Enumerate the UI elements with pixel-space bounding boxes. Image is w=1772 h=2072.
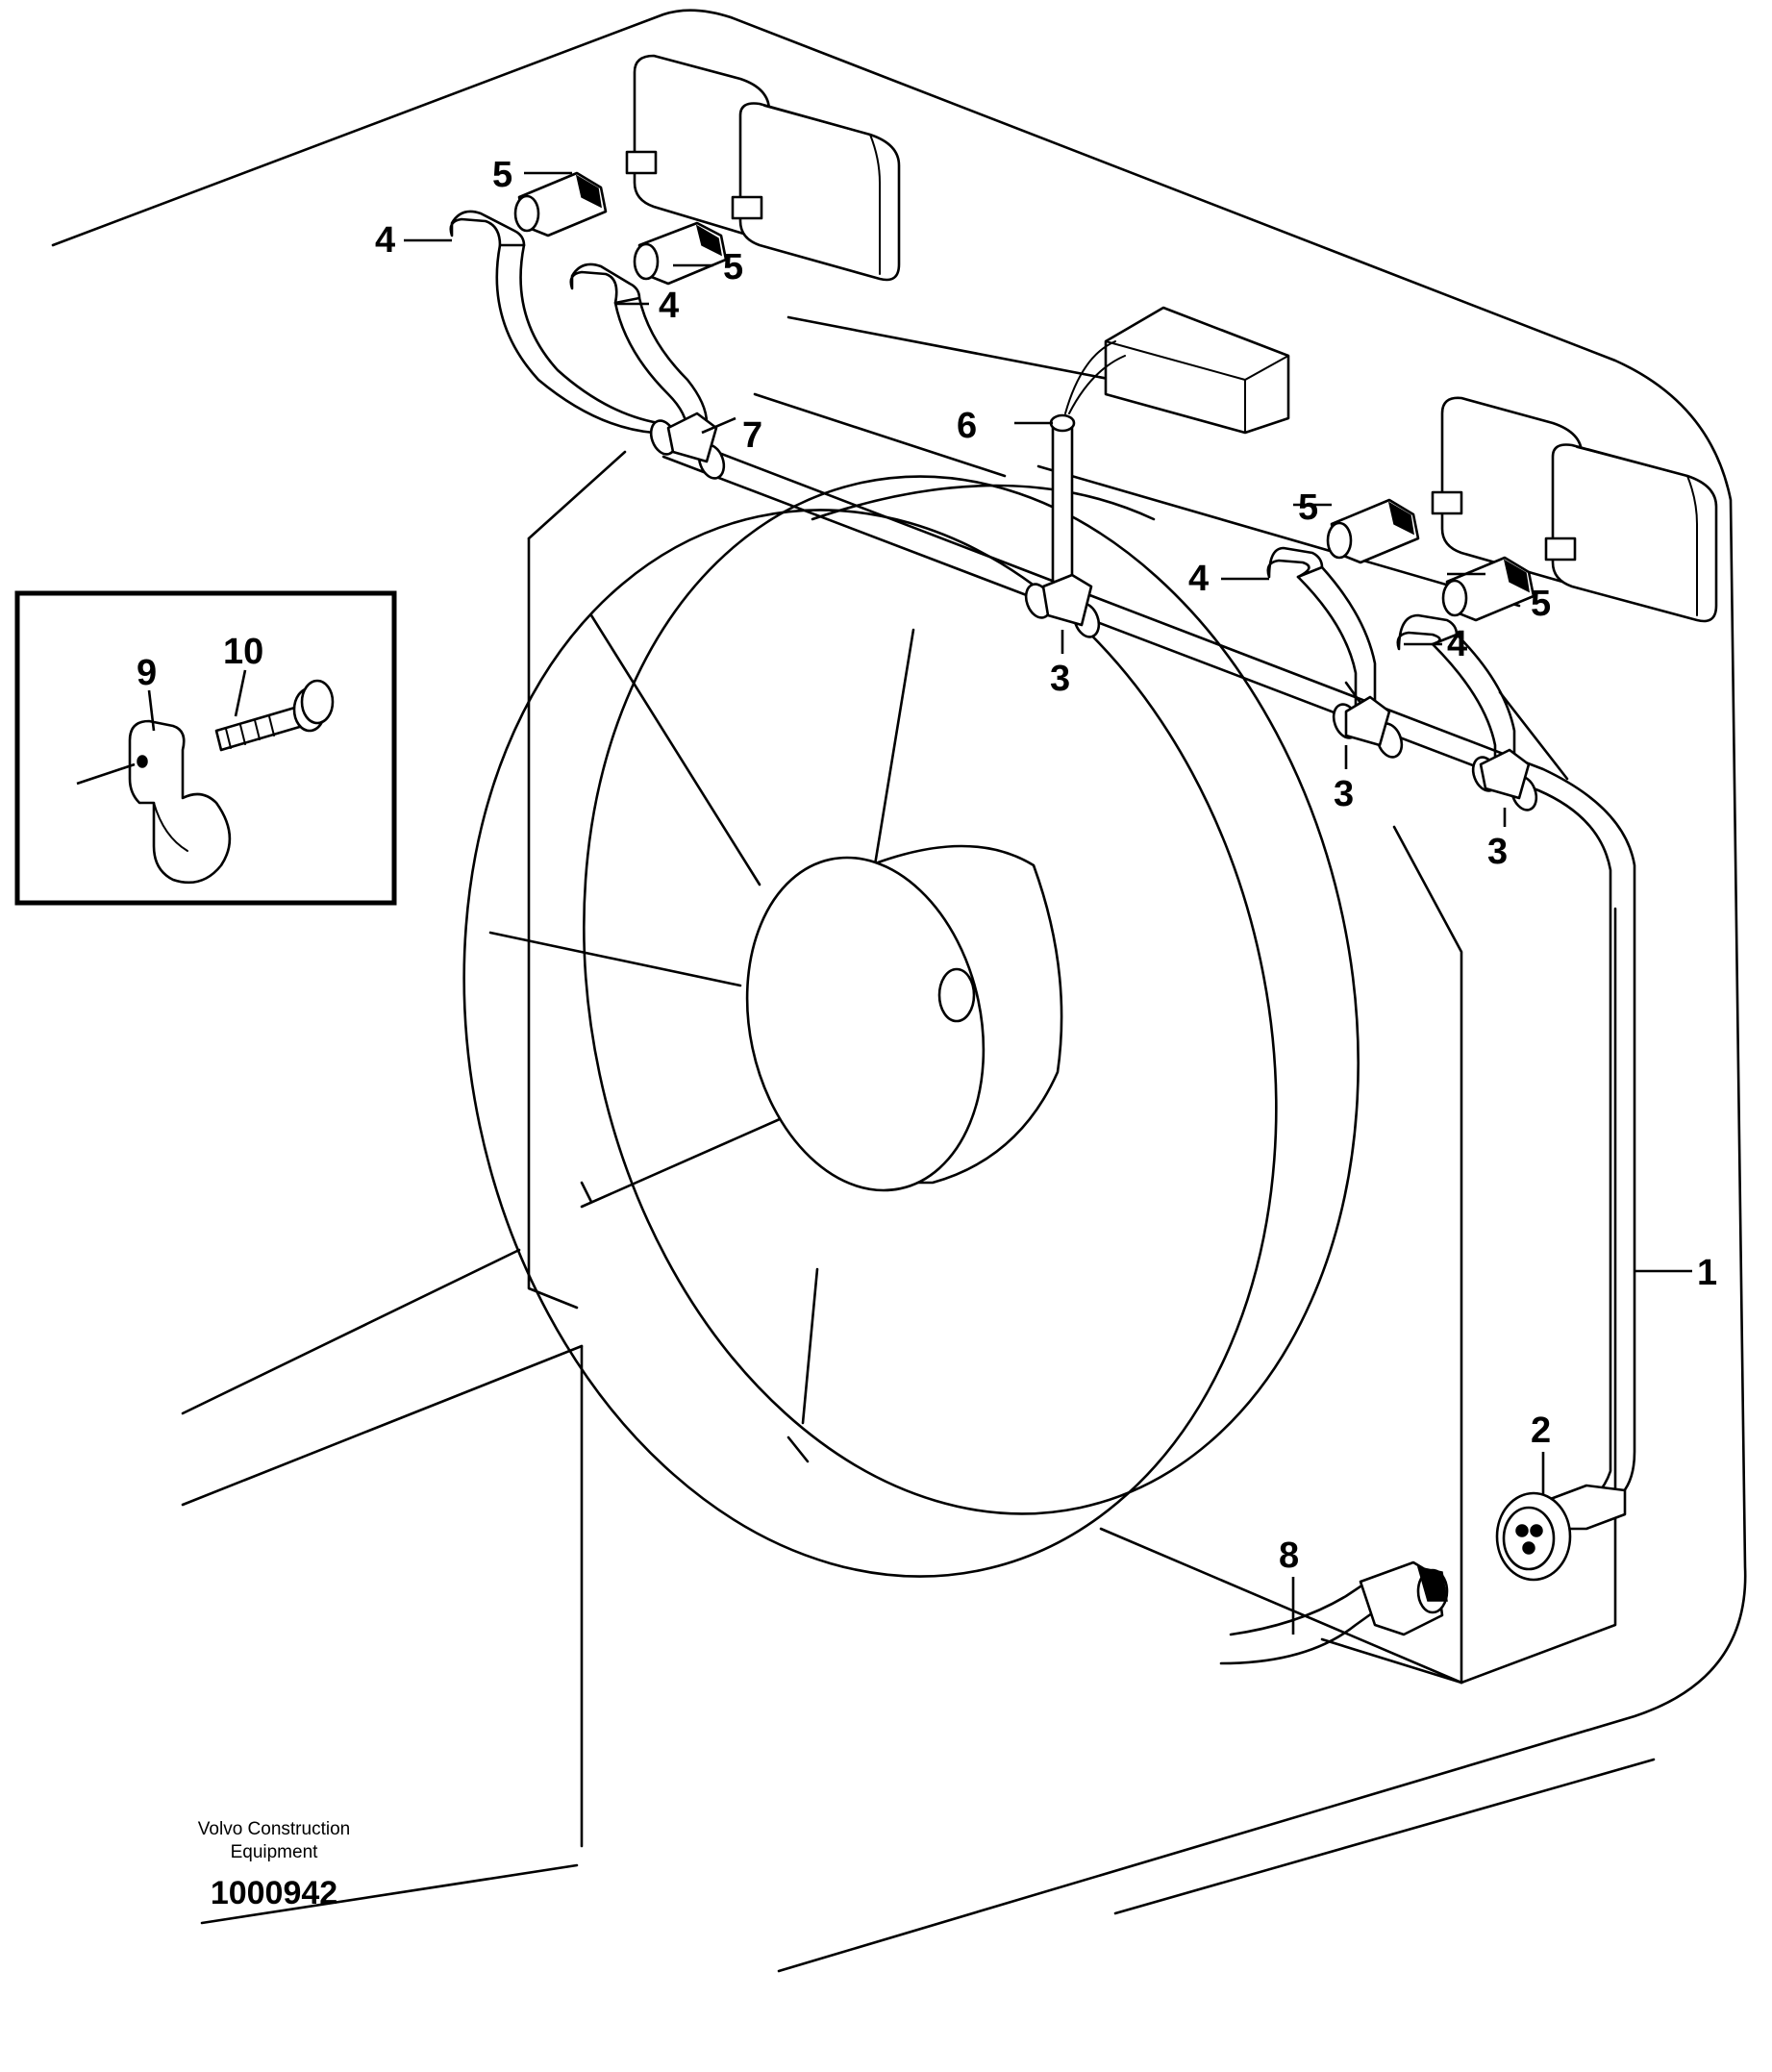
caption-company-line1: Volvo Construction — [198, 1819, 350, 1839]
right-branch-harness — [1266, 546, 1538, 811]
callout-4: 4 — [659, 286, 679, 326]
connector-5-a — [513, 171, 608, 237]
callout-6: 6 — [957, 406, 977, 446]
callout-1: 1 — [1697, 1253, 1717, 1293]
callout-5: 5 — [723, 247, 743, 287]
main-harness — [652, 426, 1636, 1502]
work-light-right-pair — [1431, 396, 1718, 623]
callout-5: 5 — [492, 155, 512, 195]
callout-10: 10 — [223, 632, 263, 672]
caption-company-line2: Equipment — [231, 1842, 319, 1862]
callout-7: 7 — [742, 415, 762, 456]
work-light-left-pair — [625, 54, 901, 282]
callout-3: 3 — [1487, 832, 1508, 872]
connector-5-d — [1441, 556, 1535, 622]
machine-body-outline — [51, 9, 1747, 1973]
center-sensor-branch — [1024, 340, 1126, 638]
callout-4: 4 — [1447, 624, 1467, 664]
fan-shroud — [462, 475, 1360, 1578]
fan-hub — [745, 844, 1063, 1192]
leader-lines — [147, 171, 1692, 1635]
callout-8: 8 — [1279, 1535, 1299, 1576]
callout-4: 4 — [375, 220, 395, 261]
detail-inset — [14, 590, 397, 906]
callout-2: 2 — [1531, 1410, 1551, 1451]
illustration-number: 1000942 — [211, 1875, 337, 1911]
callout-5: 5 — [1531, 584, 1551, 624]
connector-5-b — [633, 221, 728, 286]
harness-8 — [1219, 1560, 1449, 1665]
radiator-housing — [527, 450, 1617, 1685]
callout-9: 9 — [137, 653, 157, 693]
plug-connector-2 — [1495, 1484, 1627, 1582]
callout-5: 5 — [1298, 487, 1318, 528]
callout-4: 4 — [1188, 559, 1209, 599]
fan-blades — [488, 613, 915, 1463]
left-branch-harness — [449, 210, 726, 480]
callout-3: 3 — [1334, 774, 1354, 814]
callout-3: 3 — [1050, 659, 1070, 699]
control-module-box — [1104, 306, 1290, 435]
connector-5-c — [1326, 498, 1420, 564]
